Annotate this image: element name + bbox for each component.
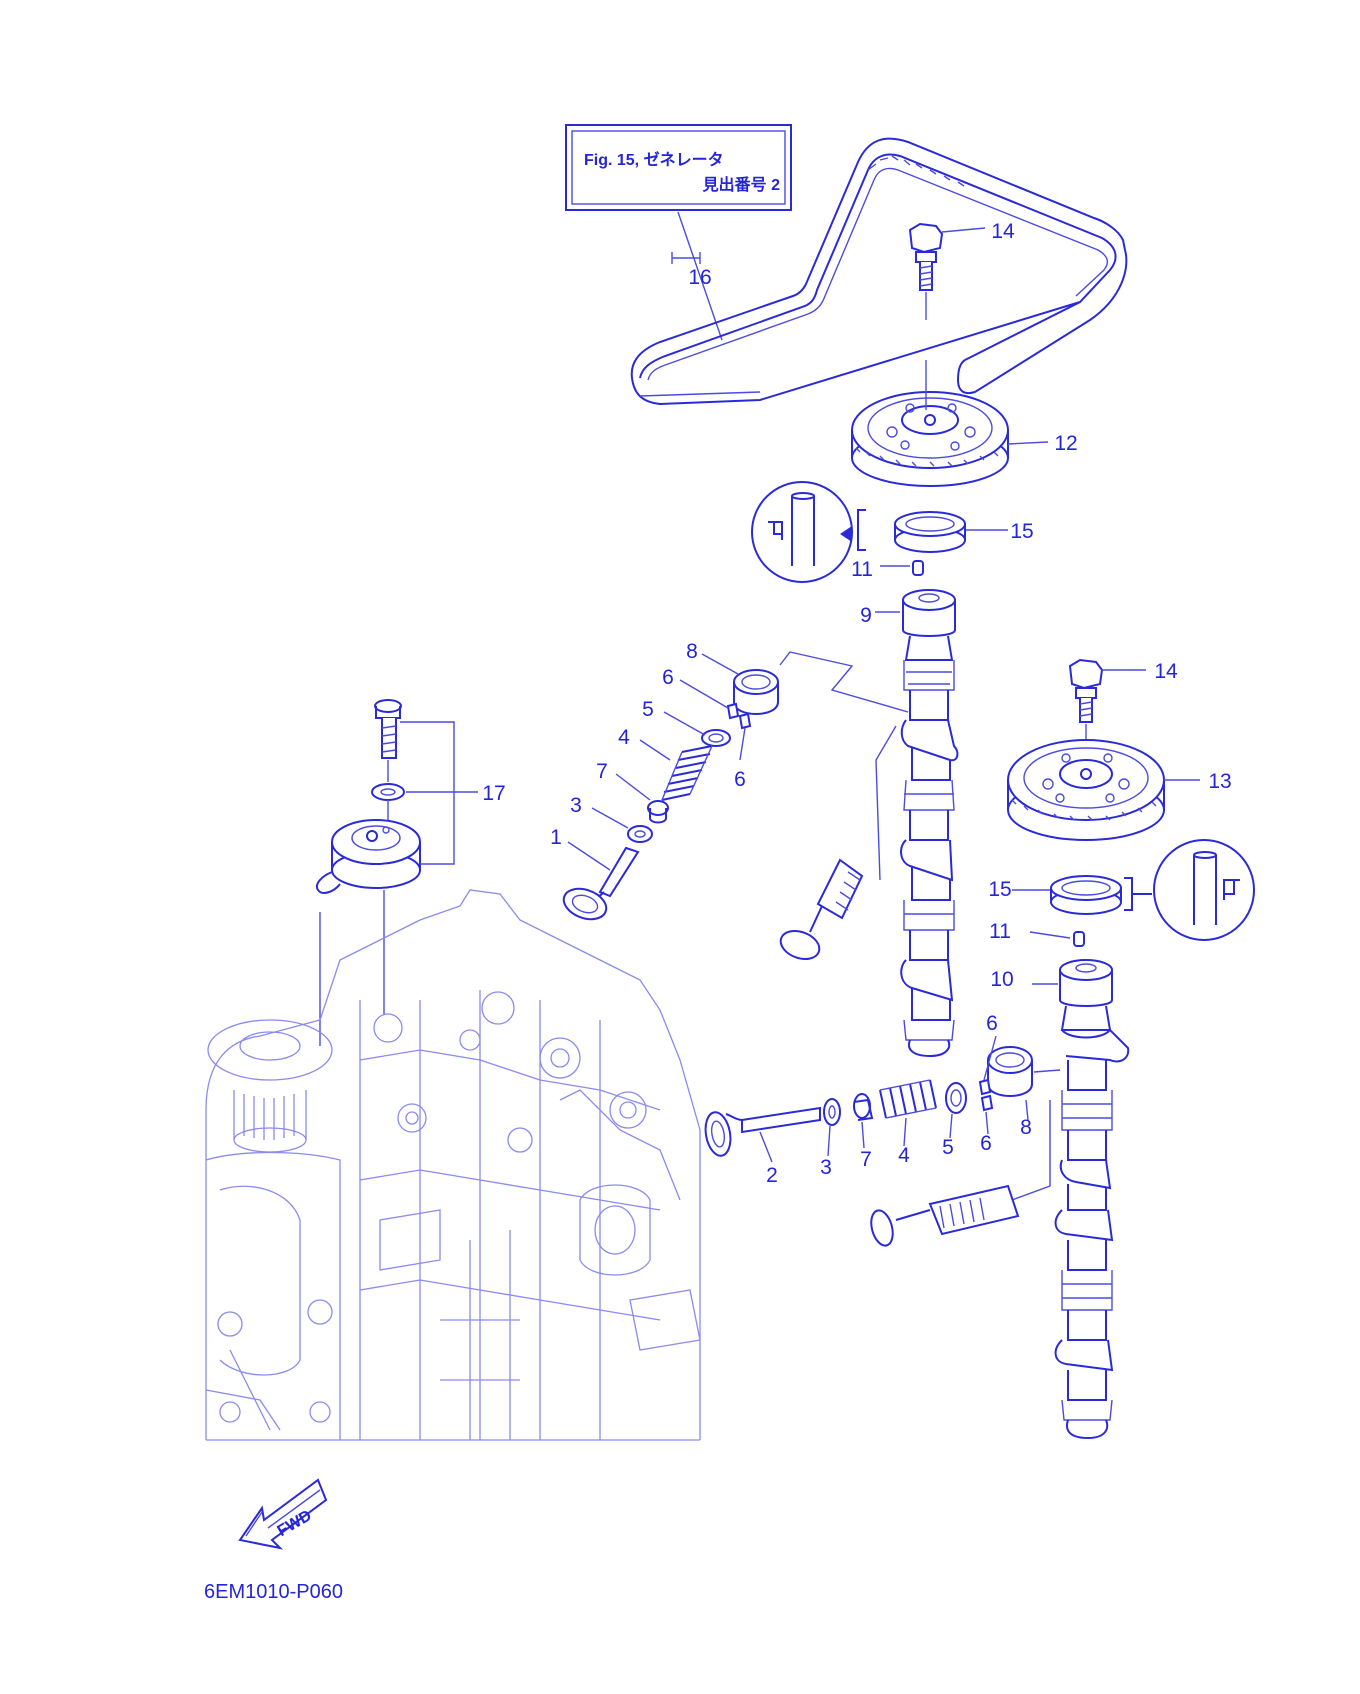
oil-seal-lower bbox=[1050, 875, 1122, 915]
callout-11-upper: 11 bbox=[851, 558, 873, 581]
oil-seal-detail-lower bbox=[1153, 839, 1255, 941]
oil-seal-detail-upper bbox=[751, 481, 866, 583]
stem-seal-7-lower bbox=[853, 1093, 874, 1121]
intake-valve-1 bbox=[562, 846, 640, 921]
callout-7-upper: 7 bbox=[596, 760, 608, 783]
callout-6-lower-a: 6 bbox=[986, 1012, 998, 1035]
callout-4-lower: 4 bbox=[898, 1144, 910, 1167]
callout-8-upper: 8 bbox=[686, 640, 698, 663]
callout-8-lower: 8 bbox=[1020, 1116, 1032, 1139]
callout-6-upper-b: 6 bbox=[734, 768, 746, 791]
camshaft-sprocket-upper bbox=[851, 391, 1009, 487]
belt-tensioner bbox=[316, 819, 421, 894]
callout-12: 12 bbox=[1054, 432, 1077, 455]
engine-block-background bbox=[205, 889, 701, 1441]
callout-1: 1 bbox=[550, 826, 562, 849]
sprocket-bolt-upper bbox=[908, 222, 944, 291]
spring-seat-3-lower bbox=[823, 1098, 841, 1126]
callout-16: 16 bbox=[688, 266, 711, 289]
valve-cotter-6-upper bbox=[726, 702, 752, 730]
figure-reference-box: Fig. 15, ゼネレータ 見出番号 2 bbox=[565, 124, 792, 211]
callout-4-upper: 4 bbox=[618, 726, 630, 749]
oil-seal-upper bbox=[894, 511, 966, 553]
exhaust-valve-2 bbox=[704, 1106, 821, 1157]
dowel-pin-upper bbox=[912, 560, 924, 576]
drawing-code: 6EM1010-P060 bbox=[204, 1581, 343, 1603]
spring-retainer-5-upper bbox=[701, 729, 731, 747]
timing-belt bbox=[630, 137, 1128, 406]
callout-5-lower: 5 bbox=[942, 1136, 954, 1159]
valve-lifter-8-upper bbox=[733, 669, 779, 715]
reference-line-1: Fig. 15, ゼネレータ bbox=[584, 150, 724, 169]
callout-5-upper: 5 bbox=[642, 698, 654, 721]
spring-retainer-5-lower bbox=[945, 1082, 967, 1114]
forward-direction-arrow: FWD bbox=[238, 1478, 328, 1550]
callout-17: 17 bbox=[482, 782, 505, 805]
callout-11-lower: 11 bbox=[989, 920, 1011, 943]
installed-valve-upper bbox=[779, 725, 897, 961]
valve-spring-4-upper bbox=[661, 745, 713, 801]
callout-3-lower: 3 bbox=[820, 1156, 832, 1179]
installed-valve-lower bbox=[870, 1100, 1051, 1247]
callout-3-upper: 3 bbox=[570, 794, 582, 817]
dowel-pin-lower bbox=[1073, 931, 1085, 947]
stem-seal-7-upper bbox=[647, 800, 669, 824]
callout-16-bracket bbox=[671, 252, 701, 264]
callout-6-lower-b: 6 bbox=[980, 1132, 992, 1155]
callout-13: 13 bbox=[1208, 770, 1231, 793]
camshaft-intake bbox=[1054, 959, 1130, 1440]
callout-2: 2 bbox=[766, 1164, 778, 1187]
reference-leader bbox=[677, 211, 723, 341]
callout-9: 9 bbox=[860, 604, 872, 627]
callout-14-lower: 14 bbox=[1154, 660, 1178, 683]
tensioner-bolt bbox=[374, 699, 402, 759]
callout-15-lower: 15 bbox=[988, 878, 1011, 901]
valve-spring-4-lower bbox=[879, 1079, 937, 1119]
callout-6-upper-a: 6 bbox=[662, 666, 674, 689]
reference-line-2: 見出番号 2 bbox=[702, 175, 780, 194]
valve-lifter-8-lower bbox=[987, 1046, 1033, 1097]
callout-10: 10 bbox=[990, 968, 1013, 991]
callout-labels: 16 14 12 15 11 9 8 6 5 6 4 7 3 1 17 14 1… bbox=[482, 220, 1231, 1187]
callout-14-upper: 14 bbox=[991, 220, 1015, 243]
callout-7-lower: 7 bbox=[860, 1148, 872, 1171]
spring-seat-3-upper bbox=[627, 825, 653, 843]
tensioner-washer bbox=[371, 783, 405, 801]
valve-cotter-6-lower bbox=[978, 1078, 994, 1112]
camshaft-sprocket-lower bbox=[1007, 739, 1165, 841]
camshaft-exhaust bbox=[900, 589, 959, 1058]
sprocket-bolt-lower bbox=[1068, 658, 1104, 723]
callout-15-upper: 15 bbox=[1010, 520, 1033, 543]
